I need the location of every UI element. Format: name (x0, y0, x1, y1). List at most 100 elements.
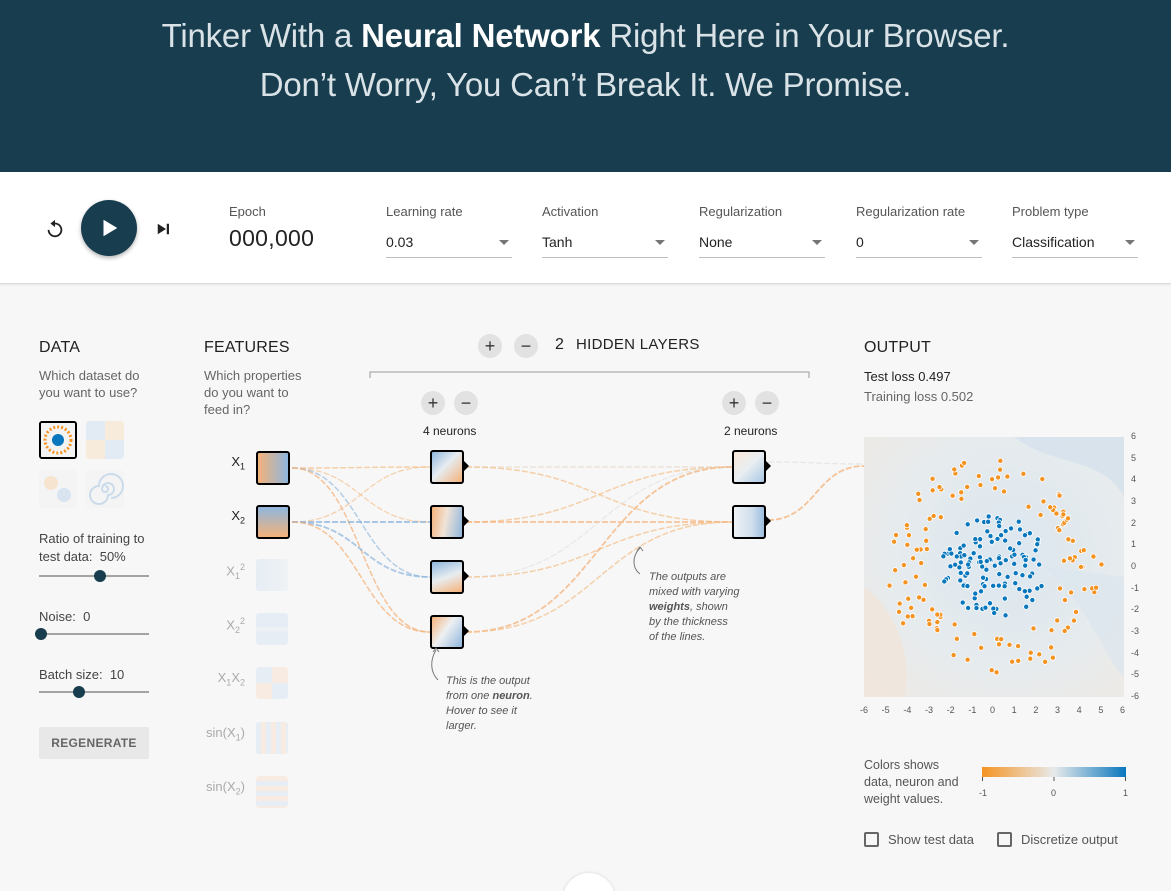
data-point (1061, 597, 1068, 604)
noise-slider[interactable] (35, 628, 149, 640)
output-heatmap[interactable] (864, 437, 1124, 697)
batch-slider[interactable] (39, 686, 149, 698)
weight-link[interactable] (291, 466, 431, 523)
weight-link[interactable] (291, 521, 431, 578)
data-point (886, 582, 893, 589)
data-point (934, 619, 941, 626)
data-point (965, 561, 972, 568)
data-point (896, 600, 903, 607)
weight-link[interactable] (465, 466, 733, 523)
dataset-gaussian[interactable] (39, 470, 77, 508)
annotation-arrow-weights (633, 546, 644, 575)
data-point (1056, 492, 1063, 499)
data-point (972, 590, 979, 597)
data-point (893, 532, 900, 539)
feature-label: sin(X2) (206, 779, 245, 797)
discretize-output-checkbox[interactable]: Discretize output (997, 831, 1118, 847)
add-neuron-layer2-button[interactable]: + (722, 391, 746, 415)
weight-link[interactable] (465, 521, 733, 578)
data-point (947, 563, 954, 570)
weight-link[interactable] (465, 466, 733, 578)
feature-node[interactable] (256, 505, 290, 539)
checkbox-box[interactable] (864, 831, 879, 847)
remove-neuron-layer2-button[interactable]: − (755, 391, 779, 415)
checkbox-box[interactable] (997, 831, 1012, 847)
neuron-layer2[interactable] (732, 505, 766, 539)
regularization-rate-label: Regularization rate (856, 204, 966, 219)
neuron-layer1[interactable] (430, 615, 464, 649)
neuron-layer1[interactable] (430, 505, 464, 539)
hero-banner: Tinker With a Neural Network Right Here … (0, 0, 1171, 172)
learning-rate-select[interactable]: 0.03 (386, 231, 512, 258)
problem-type-select[interactable]: Classification (1012, 231, 1138, 258)
regenerate-button[interactable]: REGENERATE (39, 727, 149, 759)
ratio-label-text: Ratio of training to test data: (39, 531, 145, 564)
scroll-down-button[interactable] (563, 873, 615, 891)
reset-icon (47, 219, 63, 238)
data-point (1006, 641, 1013, 648)
feature-node[interactable] (256, 776, 288, 808)
weight-link[interactable] (291, 521, 431, 633)
data-point (916, 594, 923, 601)
add-layer-button[interactable]: + (478, 334, 502, 358)
neuron-layer2[interactable] (732, 450, 766, 484)
neuron-layer1[interactable] (430, 560, 464, 594)
training-loss: Training loss 0.502 (864, 389, 974, 404)
show-test-data-checkbox[interactable]: Show test data (864, 831, 974, 847)
ratio-slider[interactable] (39, 570, 149, 582)
add-neuron-layer1-button[interactable]: + (421, 391, 445, 415)
regularization-select[interactable]: None (699, 231, 825, 258)
ratio-slider-handle[interactable] (94, 570, 106, 582)
noise-slider-handle[interactable] (35, 628, 47, 640)
feature-node[interactable] (256, 559, 288, 591)
data-point (996, 571, 1003, 578)
feature-node[interactable] (256, 667, 288, 699)
feature-node[interactable] (256, 451, 290, 485)
remove-layer-button[interactable]: − (514, 334, 538, 358)
reset-button[interactable] (40, 214, 70, 244)
feature-node[interactable] (256, 613, 288, 645)
dataset-circle[interactable] (39, 421, 77, 459)
data-point (984, 528, 991, 535)
weight-link[interactable] (767, 461, 865, 465)
step-button[interactable] (150, 214, 176, 244)
data-point (961, 459, 968, 466)
data-point (1007, 545, 1014, 552)
data-point (1002, 612, 1009, 619)
data-point (958, 489, 965, 496)
neuron-layer1[interactable] (430, 450, 464, 484)
y-tick: 6 (1131, 431, 1137, 441)
weight-link[interactable] (291, 467, 431, 633)
data-point (908, 604, 915, 611)
data-point (980, 574, 987, 581)
plus-icon: + (484, 335, 496, 356)
feature-node[interactable] (256, 722, 288, 754)
weight-link[interactable] (465, 466, 733, 523)
data-point (964, 583, 971, 590)
weight-link[interactable] (291, 467, 431, 578)
data-point (915, 490, 922, 497)
hidden-layers-bracket (369, 371, 810, 378)
data-point (981, 583, 988, 590)
dataset-xor[interactable] (86, 421, 124, 459)
data-point (1011, 560, 1018, 567)
weight-link[interactable] (291, 466, 431, 469)
data-point (1016, 586, 1023, 593)
regularization-rate-select[interactable]: 0 (856, 231, 982, 258)
data-point (996, 641, 1003, 648)
dataset-spiral[interactable] (86, 470, 124, 508)
batch-slider-handle[interactable] (73, 686, 86, 698)
data-point (1060, 557, 1067, 564)
data-point (1023, 603, 1030, 610)
data-point (978, 644, 985, 651)
remove-neuron-layer1-button[interactable]: − (454, 391, 478, 415)
data-point (1066, 555, 1073, 562)
play-button[interactable] (81, 200, 137, 256)
weight-link[interactable] (291, 467, 431, 523)
minus-icon: − (520, 335, 532, 356)
weight-link[interactable] (767, 465, 865, 521)
data-point (1008, 525, 1015, 532)
data-point (1021, 532, 1028, 539)
data-point (896, 608, 903, 615)
activation-select[interactable]: Tanh (542, 231, 668, 258)
